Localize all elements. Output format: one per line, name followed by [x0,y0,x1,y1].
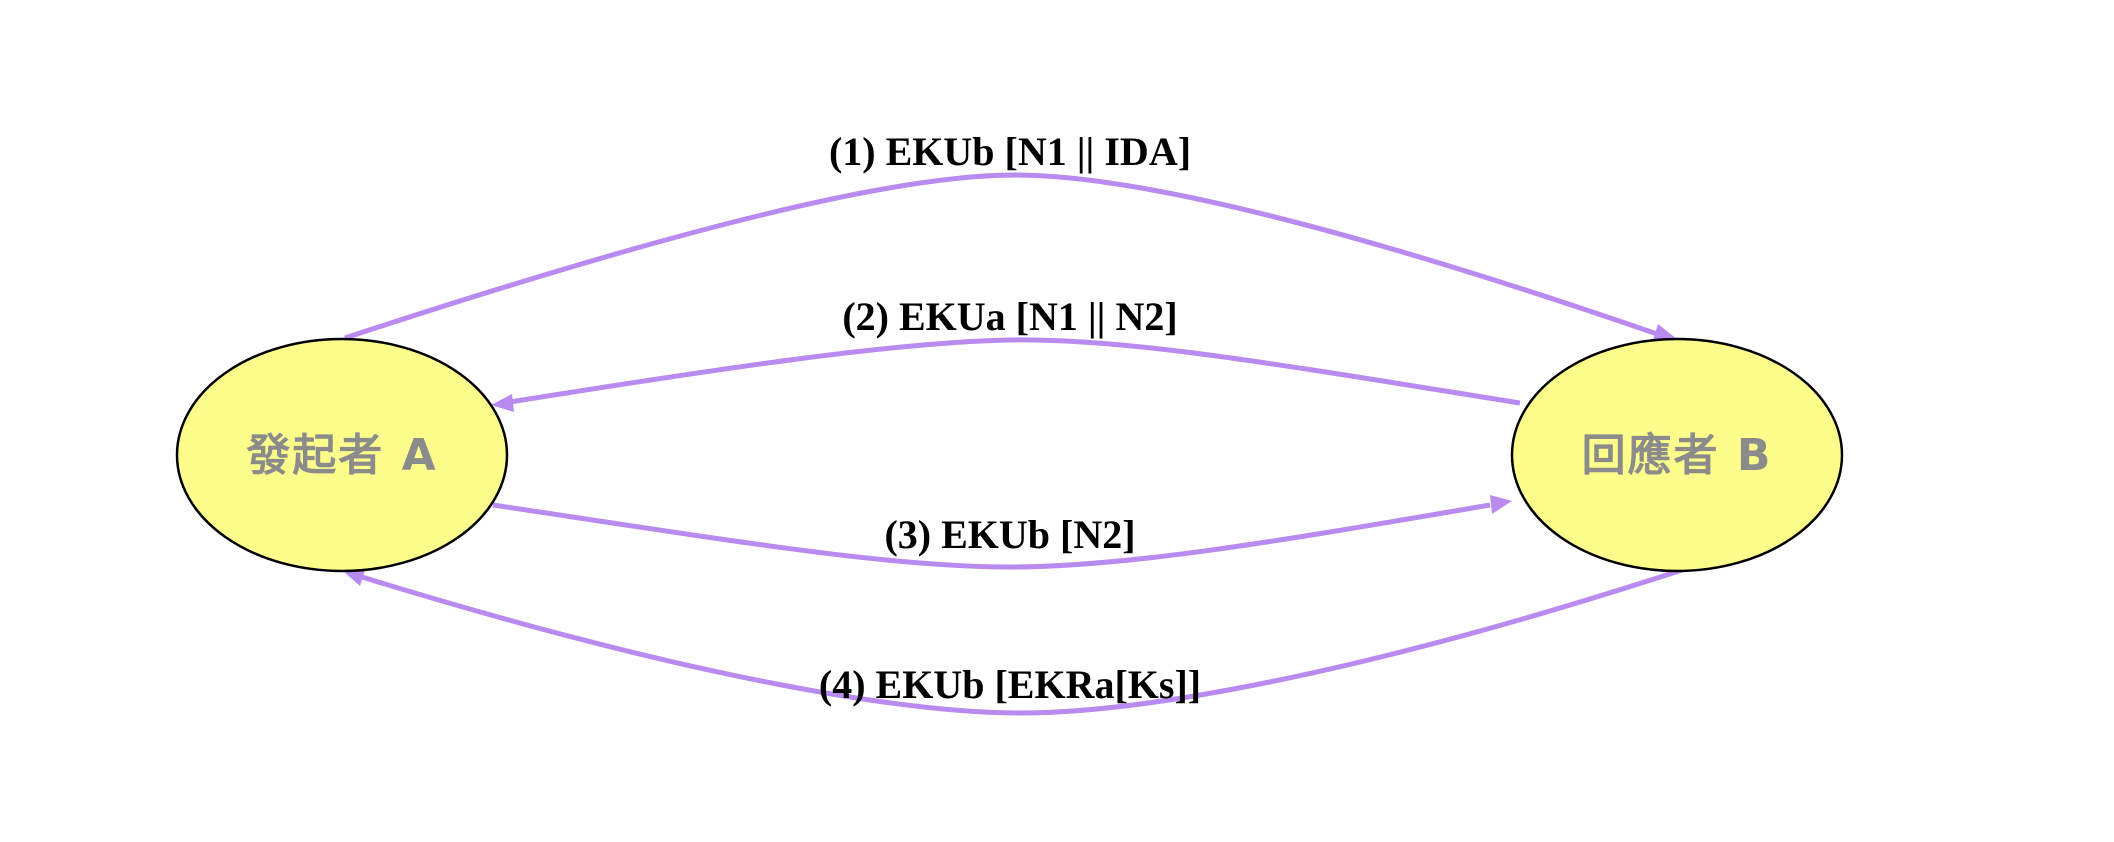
message-2-label: (2) EKUa [N1 || N2] [842,294,1177,339]
message-4-arrow [361,567,1683,716]
message-1-arrow [344,172,1661,341]
initiator-label: 發起者 A [245,430,437,481]
initiator-ellipse [175,337,509,573]
message-2-arrow [509,337,1521,406]
responder-node: 回應者 B [1510,337,1844,573]
message-3-arrowhead [1490,495,1512,514]
message-4: (4) EKUb [EKRa[Ks]] [343,567,1683,716]
responder-label: 回應者 B [1582,430,1773,481]
message-3: (3) EKUb [N2] [492,495,1512,570]
message-2: (2) EKUa [N1 || N2] [491,294,1521,412]
message-2-arrowhead [491,394,514,412]
message-3-label: (3) EKUb [N2] [884,512,1135,557]
message-1-label: (1) EKUb [N1 || IDA] [829,129,1191,174]
message-4-label: (4) EKUb [EKRa[Ks]] [819,662,1201,707]
message-1: (1) EKUb [N1 || IDA] [344,129,1678,343]
initiator-node: 發起者 A [175,337,509,573]
message-3-arrow [492,502,1491,570]
responder-ellipse [1510,337,1844,573]
